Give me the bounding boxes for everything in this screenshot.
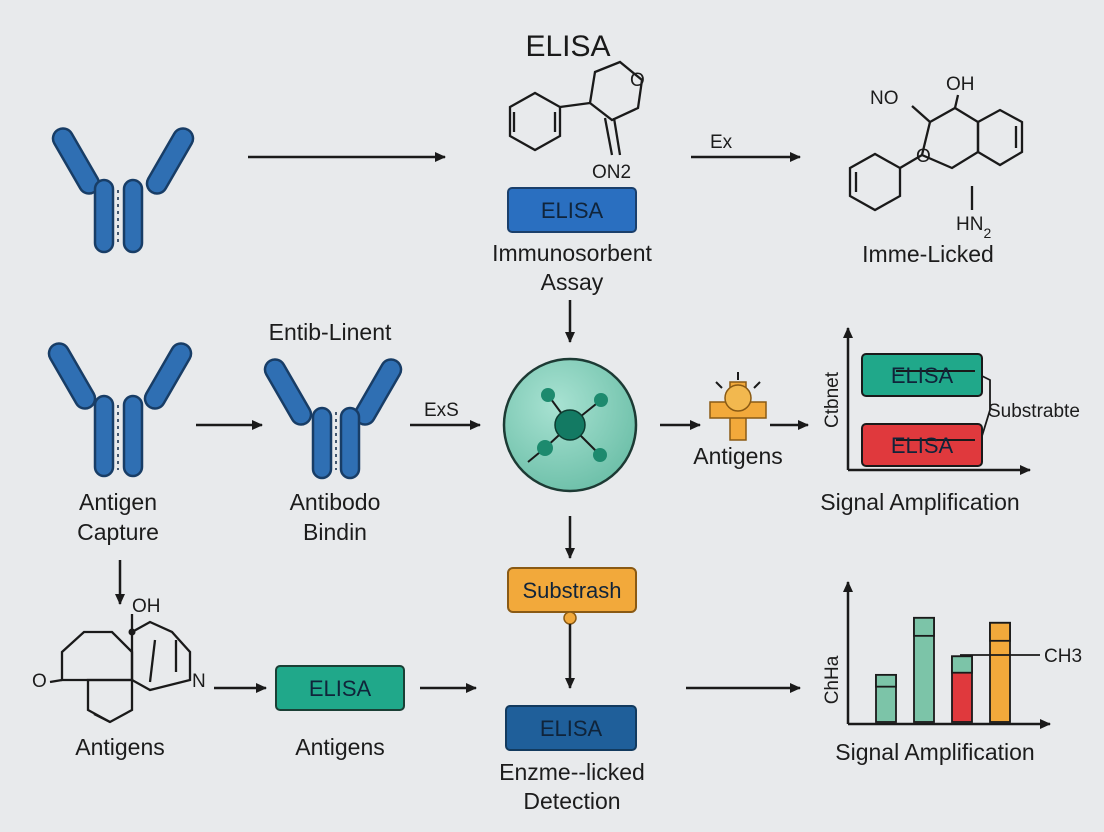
elisa-box-detect [505, 705, 637, 751]
chart-top-ylabel: Ctbnet [822, 371, 843, 428]
elisa-box-teal-label: ELISA [309, 676, 372, 701]
capture-caption: Capture [77, 519, 159, 545]
molecule-structure-top [508, 60, 644, 156]
antigen-icon [709, 372, 767, 441]
chart-xlabel: Signal Amplification [835, 739, 1034, 765]
molecule-no-label: NO [870, 88, 899, 109]
molecule-no2-label: ON2 [592, 162, 631, 183]
arrow-label-ex: Ex [710, 132, 733, 153]
bar-cap-2 [913, 616, 935, 637]
antigens-caption-mid-bottom: Antigens [295, 734, 385, 760]
chart-top-box-1-label: ELISA [891, 363, 954, 388]
bar-chart [843, 581, 1051, 729]
bar-cap-4 [989, 621, 1011, 642]
chart-ylabel: ChHa [822, 655, 843, 704]
molecule-oh-bottom: OH [132, 596, 161, 617]
immne-licked-caption: Imme-Licked [862, 241, 994, 267]
antigens-caption-left: Antigens [75, 734, 165, 760]
page-title: ELISA [525, 30, 610, 63]
antibody-icon-top [51, 127, 195, 254]
antibody-icon-left [47, 342, 193, 478]
detection-caption: Detection [523, 788, 620, 814]
chart-annotation: CH3 [1044, 646, 1082, 667]
molecule-structure-bottom [49, 614, 192, 724]
elisa-box-top [507, 187, 637, 233]
enzme-licked-caption: Enzme--licked [499, 759, 645, 785]
bindin-caption: Bindin [303, 519, 367, 545]
elisa-box-detect-label: ELISA [540, 716, 603, 741]
assay-caption: Assay [541, 269, 604, 295]
molecule-node [128, 628, 136, 636]
elisa-box-top-label: ELISA [541, 198, 604, 223]
arrow-label-exs: ExS [424, 400, 459, 421]
elisa-box-teal [275, 665, 405, 711]
antigen-sphere [502, 357, 638, 493]
bar-cap-3 [951, 655, 973, 674]
chart-top-xlabel: Signal Amplification [820, 489, 1019, 515]
substrate-box-label: Substrash [522, 578, 621, 603]
antigens-caption-mid: Antigens [693, 443, 783, 469]
chart-top-box-2-label: ELISA [891, 433, 954, 458]
antibody-icon-middle [263, 358, 403, 480]
molecule-structure-right [848, 94, 1024, 212]
molecule-oxygen-label: O [630, 70, 645, 91]
molecule-o-bottom: O [32, 671, 47, 692]
antibody-title: Entib-Linent [269, 319, 392, 345]
antigen-caption: Antigen [79, 489, 157, 515]
molecule-oh-label: OH [946, 74, 975, 95]
immunosorbent-caption: Immunosorbent [492, 240, 652, 266]
molecule-o-label: O [916, 146, 931, 167]
molecule-hn-label: HN2 [956, 214, 991, 241]
antibodo-caption: Antibodo [290, 489, 381, 515]
bar-cap-1 [875, 673, 897, 688]
molecule-n-bottom: N [192, 671, 206, 692]
chart-top-annotation: Substrabte [988, 401, 1080, 422]
signal-chart-top [843, 327, 1031, 475]
substrate-drop [563, 611, 577, 625]
